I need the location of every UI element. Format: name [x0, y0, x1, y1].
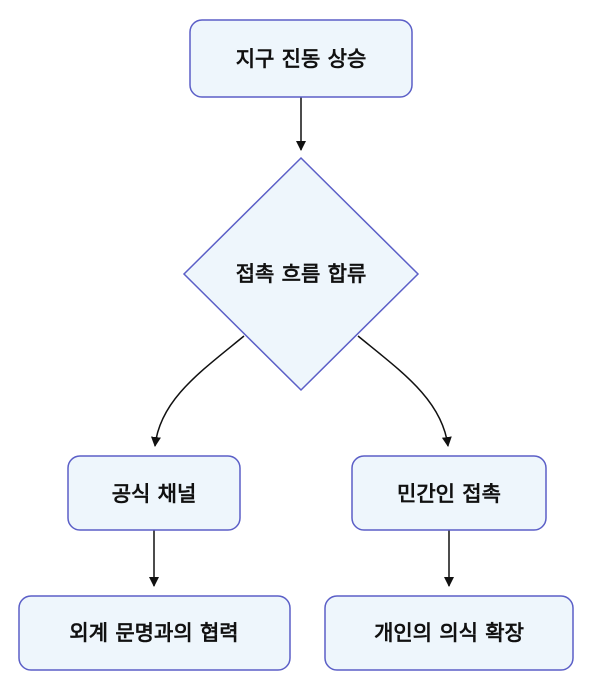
- node-civilian-contact[interactable]: 민간인 접촉: [351, 455, 547, 531]
- node-alien-civilization-cooperation[interactable]: 외계 문명과의 협력: [18, 595, 291, 671]
- node-earth-vibration-rise[interactable]: 지구 진동 상승: [189, 19, 413, 98]
- edge-merge-to-official: [151, 335, 245, 447]
- node-label: 공식 채널: [112, 482, 197, 506]
- node-label: 민간인 접촉: [397, 482, 501, 506]
- node-label: 접촉 흐름 합류: [236, 262, 367, 286]
- edge-merge-to-civilian: [357, 335, 452, 447]
- node-contact-flow-merge[interactable]: 접촉 흐름 합류: [182, 156, 420, 392]
- node-label: 개인의 의식 확장: [374, 621, 524, 645]
- node-personal-consciousness-expansion[interactable]: 개인의 의식 확장: [324, 595, 574, 671]
- node-label: 지구 진동 상승: [236, 47, 367, 71]
- node-official-channel[interactable]: 공식 채널: [67, 455, 241, 531]
- node-label: 외계 문명과의 협력: [69, 621, 238, 645]
